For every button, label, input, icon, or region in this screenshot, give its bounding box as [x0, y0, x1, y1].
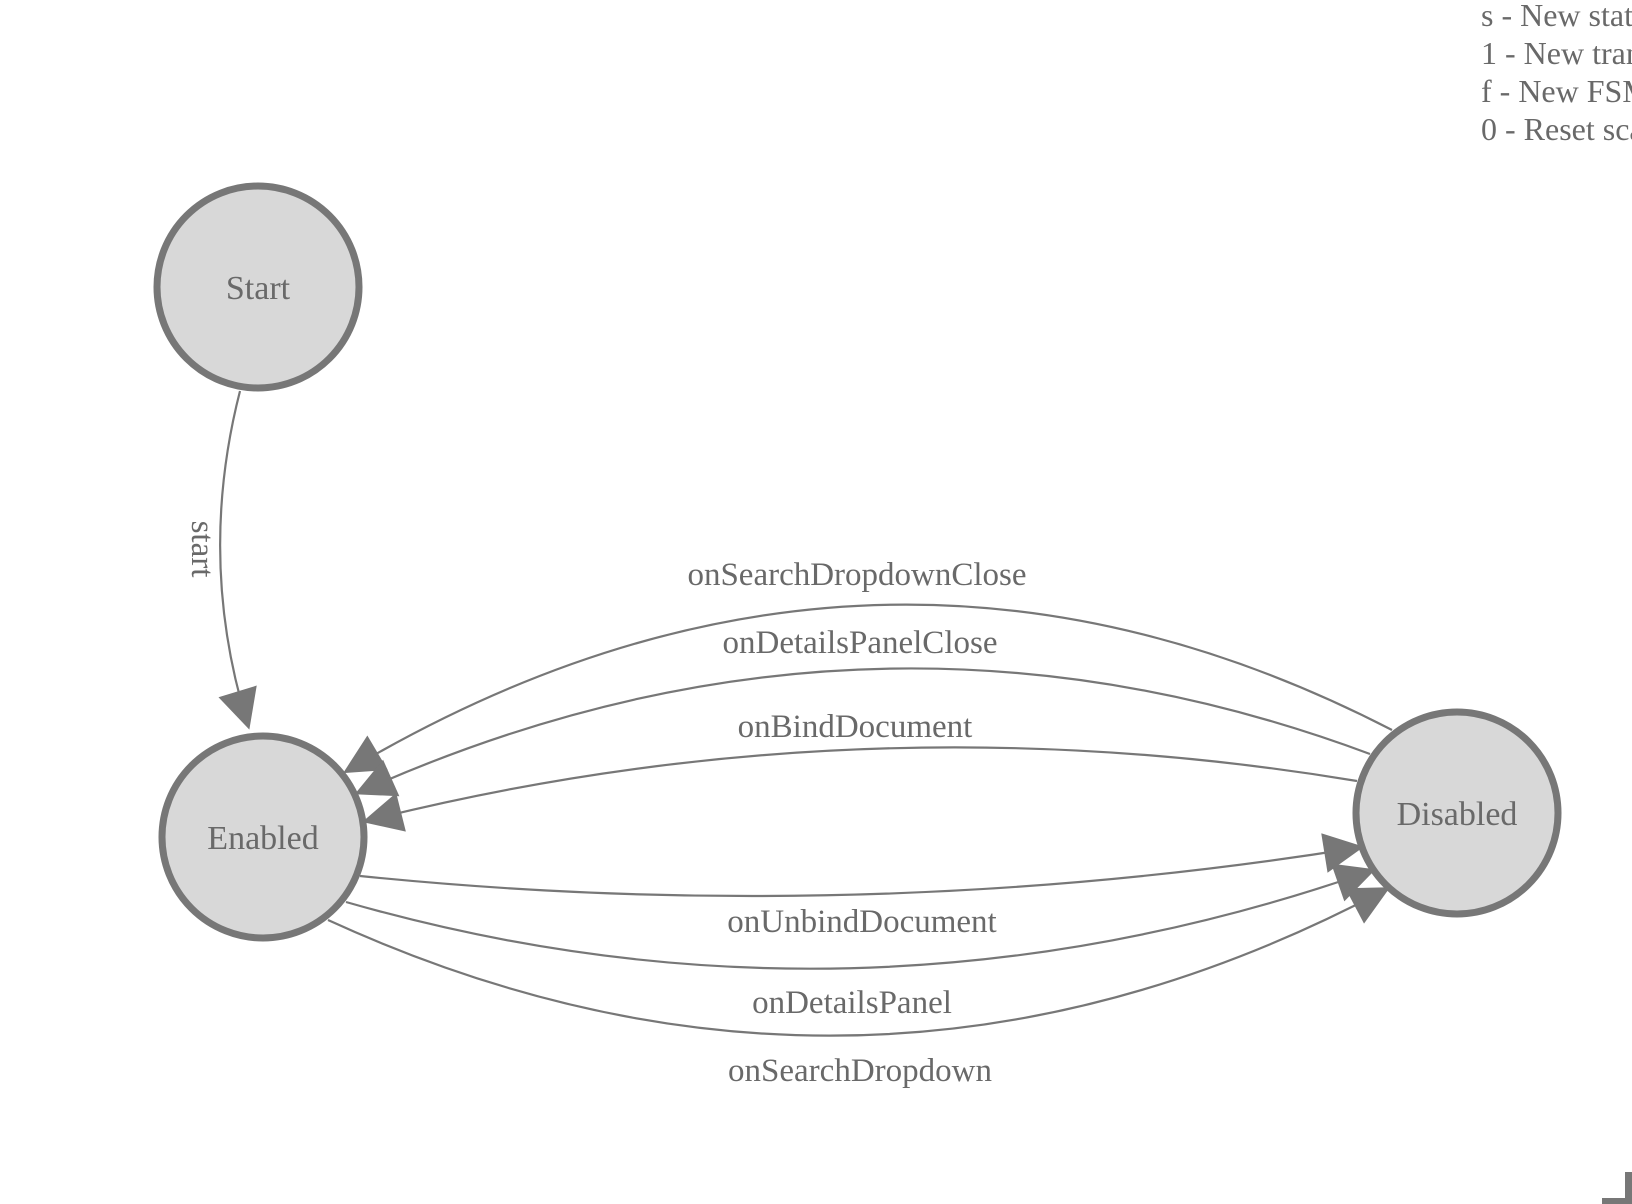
transition-edge-onsearchdropdownclose[interactable]	[343, 603, 1393, 774]
legend-line-new-transition: 1 - New transition	[1481, 35, 1632, 71]
state-label-enabled: Enabled	[207, 820, 318, 857]
shortcut-legend: s - New state 1 - New transition f - New…	[1481, 0, 1632, 148]
transition-label-onbinddocument[interactable]: onBindDocument	[738, 709, 973, 745]
transition-edge-ondetailspanel[interactable]	[345, 863, 1376, 970]
transition-label-onsearchdropdown[interactable]: onSearchDropdown	[728, 1053, 992, 1089]
state-enabled[interactable]: Enabled	[158, 732, 368, 942]
state-circle-enabled[interactable]	[158, 732, 368, 942]
transition-label-start[interactable]: start	[184, 521, 220, 578]
legend-line-new-fsm: f - New FSM	[1481, 73, 1632, 109]
clipped-corner-shape	[1602, 1172, 1632, 1204]
transition-label-onunbinddocument[interactable]: onUnbindDocument	[727, 904, 996, 940]
transition-label-ondetailspanel[interactable]: onDetailsPanel	[752, 985, 952, 1021]
state-start[interactable]: Start	[153, 182, 363, 392]
transition-label-ondetailspanelclose[interactable]: onDetailsPanelClose	[723, 625, 998, 661]
transition-edge-start[interactable]	[218, 390, 257, 730]
state-label-disabled: Disabled	[1397, 796, 1518, 833]
transition-edge-ondetailspanelclose[interactable]	[354, 667, 1371, 797]
legend-line-new-state: s - New state	[1481, 0, 1632, 33]
state-circle-disabled[interactable]	[1352, 708, 1562, 918]
state-label-start: Start	[226, 270, 291, 307]
transition-label-onsearchdropdownclose[interactable]: onSearchDropdownClose	[687, 557, 1026, 593]
state-disabled[interactable]: Disabled	[1352, 708, 1562, 918]
transition-edge-onbinddocument[interactable]	[362, 746, 1358, 832]
state-circle-start[interactable]	[153, 182, 363, 392]
transition-edge-onsearchdropdown[interactable]	[327, 887, 1391, 1037]
legend-line-reset-scale: 0 - Reset scale	[1481, 111, 1632, 147]
transition-edge-onunbinddocument[interactable]	[359, 833, 1364, 898]
